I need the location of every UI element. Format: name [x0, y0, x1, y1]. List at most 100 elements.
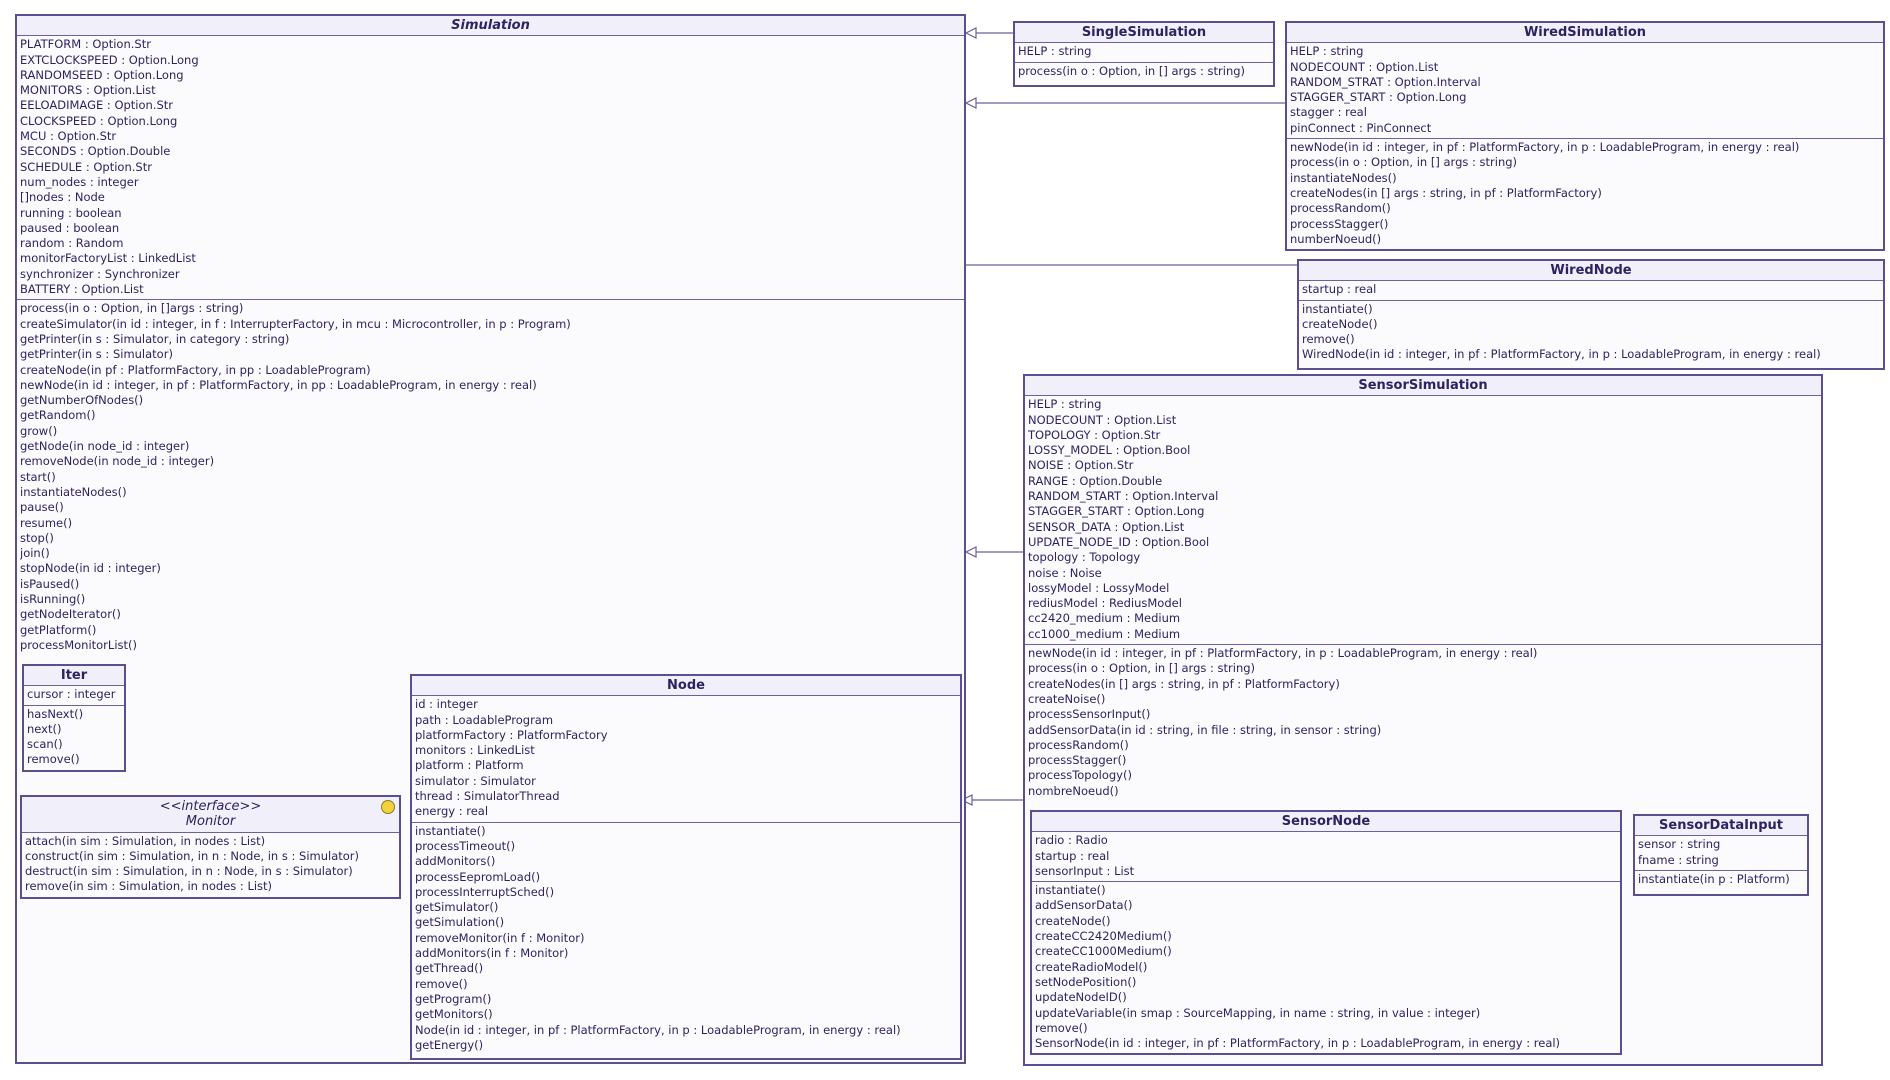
attribute: HELP : string — [1018, 44, 1092, 59]
attribute: SCHEDULE : Option.Str — [20, 159, 152, 174]
method: getNode(in node_id : integer) — [20, 439, 190, 454]
method: remove() — [1302, 332, 1355, 347]
methods-section: process(in o : Option, in []args : strin… — [17, 300, 964, 655]
method: numberNoeud() — [1290, 231, 1382, 246]
method: pause() — [20, 500, 64, 515]
class-title: SingleSimulation — [1015, 23, 1273, 44]
attribute: topology : Topology — [1028, 550, 1141, 565]
attribute: CLOCKSPEED : Option.Long — [20, 113, 178, 128]
method: hasNext() — [27, 706, 84, 721]
method: getPlatform() — [20, 622, 97, 637]
method: createNode(in pf : PlatformFactory, in p… — [20, 362, 371, 377]
method: stop() — [20, 530, 54, 545]
class-title: SensorDataInput — [1635, 816, 1807, 837]
method: newNode(in id : integer, in pf : Platfor… — [1028, 646, 1538, 661]
attribute: fname : string — [1638, 852, 1719, 867]
attribute: HELP : string — [1028, 397, 1102, 412]
inheritance-arrow-icon — [964, 27, 977, 39]
interface-monitor[interactable]: <<interface>> Monitor attach(in sim : Si… — [20, 795, 401, 899]
method: getPrinter(in s : Simulator) — [20, 347, 173, 362]
class-iter[interactable]: Iter cursor : integer hasNext() next() s… — [22, 664, 126, 772]
attribute: rediusModel : RediusModel — [1028, 596, 1182, 611]
method: setNodePosition() — [1035, 974, 1137, 989]
method: addMonitors() — [415, 854, 496, 869]
attribute: simulator : Simulator — [415, 773, 536, 788]
attribute: thread : SimulatorThread — [415, 789, 560, 804]
method: instantiate(in p : Platform) — [1638, 871, 1790, 886]
method: getMonitors() — [415, 1007, 493, 1022]
attribute: num_nodes : integer — [20, 174, 139, 189]
method: createRadioModel() — [1035, 959, 1148, 974]
method: updateVariable(in smap : SourceMapping, … — [1035, 1005, 1481, 1020]
methods-section: instantiate() processTimeout() addMonito… — [412, 823, 960, 1055]
method: getSimulation() — [415, 915, 505, 930]
attribute: sensorInput : List — [1035, 863, 1135, 878]
attribute: SENSOR_DATA : Option.List — [1028, 519, 1185, 534]
class-title: WiredNode — [1299, 261, 1883, 282]
attribute: EELOADIMAGE : Option.Str — [20, 98, 174, 113]
attribute: PLATFORM : Option.Str — [20, 37, 151, 52]
method: newNode(in id : integer, in pf : Platfor… — [1290, 140, 1800, 155]
methods-section: process(in o : Option, in [] args : stri… — [1015, 63, 1273, 81]
attributes-section: sensor : string fname : string — [1635, 836, 1807, 871]
class-title: Iter — [24, 666, 124, 687]
attributes-section: HELP : string NODECOUNT : Option.List TO… — [1025, 396, 1821, 646]
method: getSimulator() — [415, 900, 499, 915]
class-sensor-data-input[interactable]: SensorDataInput sensor : string fname : … — [1633, 814, 1809, 896]
stereotype-label: <<interface>> — [159, 799, 262, 814]
method: scan() — [27, 737, 63, 752]
method: createNode() — [1302, 316, 1378, 331]
method: removeMonitor(in f : Monitor) — [415, 930, 585, 945]
attributes-section: startup : real — [1299, 281, 1883, 301]
method: processRandom() — [1290, 201, 1391, 216]
method: createSimulator(in id : integer, in f : … — [20, 316, 571, 331]
attribute: NODECOUNT : Option.List — [1028, 412, 1177, 427]
attribute: monitors : LinkedList — [415, 743, 535, 758]
attribute: noise : Noise — [1028, 565, 1102, 580]
methods-section: newNode(in id : integer, in pf : Platfor… — [1025, 645, 1821, 801]
method: next() — [27, 721, 62, 736]
attribute: stagger : real — [1290, 105, 1367, 120]
method: processTimeout() — [415, 838, 516, 853]
method: SensorNode(in id : integer, in pf : Plat… — [1035, 1036, 1561, 1051]
methods-section: attach(in sim : Simulation, in nodes : L… — [22, 833, 399, 897]
method: getPrinter(in s : Simulator, in category… — [20, 331, 290, 346]
class-title: SensorNode — [1032, 812, 1620, 833]
attribute: NODECOUNT : Option.List — [1290, 59, 1439, 74]
attribute: cc1000_medium : Medium — [1028, 626, 1181, 641]
attribute: cursor : integer — [27, 687, 116, 702]
attributes-section: HELP : string NODECOUNT : Option.List RA… — [1287, 43, 1883, 140]
interface-icon — [381, 800, 395, 814]
attribute: STAGGER_START : Option.Long — [1028, 504, 1205, 519]
method: getEnergy() — [415, 1037, 484, 1052]
method: processInterruptSched() — [415, 884, 555, 899]
method: processEepromLoad() — [415, 869, 541, 884]
class-sensor-node[interactable]: SensorNode radio : Radio startup : real … — [1030, 810, 1622, 1055]
method: attach(in sim : Simulation, in nodes : L… — [25, 833, 266, 848]
method: processSensorInput() — [1028, 707, 1151, 722]
attribute: monitorFactoryList : LinkedList — [20, 251, 196, 266]
attribute: random : Random — [20, 236, 124, 251]
attribute: pinConnect : PinConnect — [1290, 120, 1432, 135]
method: addMonitors(in f : Monitor) — [415, 946, 569, 961]
method: isRunning() — [20, 591, 86, 606]
method: createNodes(in [] args : string, in pf :… — [1028, 676, 1340, 691]
method: processStagger() — [1290, 216, 1389, 231]
attribute: lossyModel : LossyModel — [1028, 580, 1170, 595]
method: createNode() — [1035, 913, 1111, 928]
class-wired-node[interactable]: WiredNode startup : real instantiate() c… — [1297, 259, 1885, 370]
method: instantiateNodes() — [20, 484, 127, 499]
class-node[interactable]: Node id : integer path : LoadableProgram… — [410, 674, 962, 1060]
method: remove(in sim : Simulation, in nodes : L… — [25, 879, 273, 894]
class-wired-simulation[interactable]: WiredSimulation HELP : string NODECOUNT … — [1285, 21, 1885, 251]
attributes-section: cursor : integer — [24, 686, 124, 706]
attribute: RANDOM_START : Option.Interval — [1028, 489, 1219, 504]
class-title: WiredSimulation — [1287, 23, 1883, 44]
attribute: RANDOMSEED : Option.Long — [20, 67, 184, 82]
method: getRandom() — [20, 408, 96, 423]
class-single-simulation[interactable]: SingleSimulation HELP : string process(i… — [1013, 21, 1275, 87]
method: processRandom() — [1028, 737, 1129, 752]
method: process(in o : Option, in [] args : stri… — [1028, 661, 1256, 676]
class-title: <<interface>> Monitor — [22, 797, 399, 833]
attribute: NOISE : Option.Str — [1028, 458, 1134, 473]
